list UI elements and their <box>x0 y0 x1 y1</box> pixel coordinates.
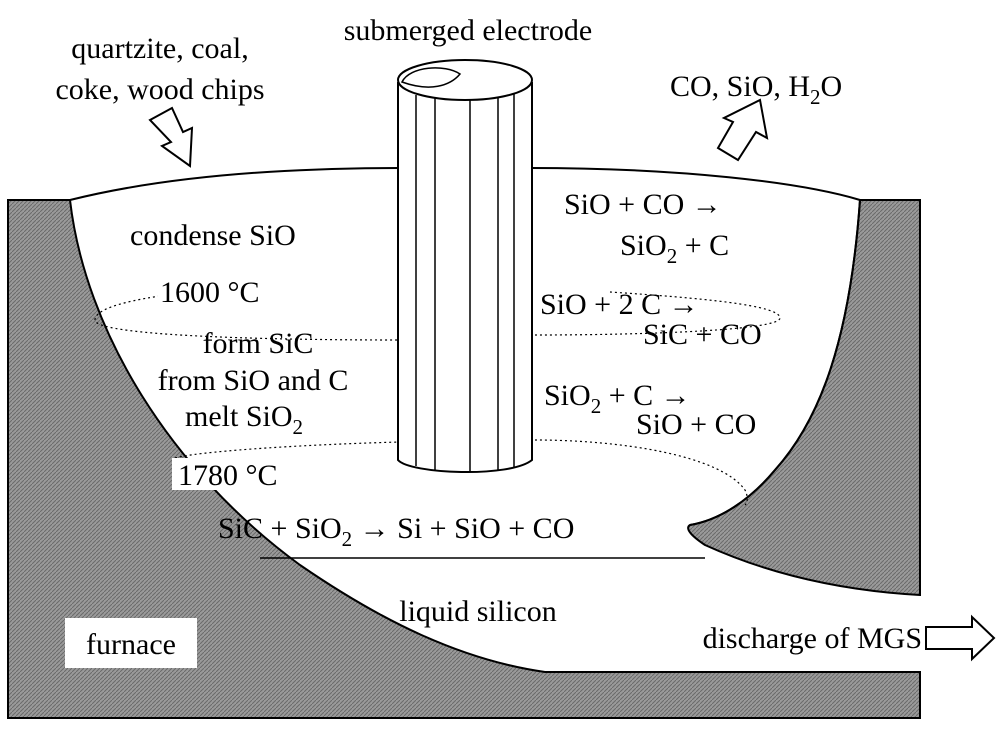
temp-1600-label: 1600 °C <box>160 276 260 309</box>
input-arrow <box>148 106 194 168</box>
electrode-body <box>397 82 533 474</box>
isotherm-1600 <box>94 291 781 341</box>
electrode-top-hole <box>400 67 462 88</box>
reaction-2-line2: SiC + CO <box>643 318 762 351</box>
zone-form-sic-line1: form SiC <box>203 327 314 360</box>
temp-1780-label: 1780 °C <box>178 459 278 492</box>
reaction-1-line1: SiO + CO → <box>564 188 722 221</box>
reaction-1-sub: 2 <box>667 244 678 268</box>
temp-1600-bg <box>158 276 278 310</box>
furnace-label: furnace <box>86 628 176 661</box>
output-label-prefix: CO, SiO, H <box>670 70 810 103</box>
output-arrow <box>716 98 769 162</box>
zone-form-sic-line2: from SiO and C <box>158 364 349 397</box>
discharge-label: discharge of MGS <box>703 622 922 655</box>
electrode-label: submerged electrode <box>344 14 593 47</box>
reaction-3-sub: 2 <box>591 394 602 418</box>
output-label-sub: 2 <box>810 85 821 109</box>
furnace-label-box <box>65 618 197 668</box>
reaction-1-rest: + C <box>677 229 729 262</box>
reaction-2-line1: SiO + 2 C → <box>540 288 699 321</box>
reaction-bottom-b: → Si + SiO + CO <box>352 512 574 545</box>
zone-condense-sio: condense SiO <box>130 219 296 252</box>
reaction-1-line2: SiO2 + C <box>620 229 729 268</box>
reaction-1-sio: SiO <box>620 229 667 262</box>
reaction-3-sio: SiO <box>544 379 591 412</box>
reaction-bottom-sub: 2 <box>342 527 353 551</box>
input-label-line2: coke, wood chips <box>55 73 264 106</box>
liquid-silicon-label: liquid silicon <box>399 595 557 628</box>
reaction-3-line1: SiO2 + C → <box>544 379 691 418</box>
isotherm-1780 <box>174 439 748 506</box>
zone-melt-sub: 2 <box>293 415 304 439</box>
output-label: CO, SiO, H2O <box>670 70 842 109</box>
charge-bowl-outline <box>69 167 862 526</box>
zone-melt-sio2: melt SiO2 <box>185 400 303 439</box>
reaction-bottom: SiC + SiO2 → Si + SiO + CO <box>218 512 574 551</box>
discharge-arrow <box>925 614 996 662</box>
submerged-electrode <box>397 59 533 474</box>
reaction-3-line2: SiO + CO <box>636 408 756 441</box>
output-label-suffix: O <box>821 70 843 103</box>
reaction-3-rest: + C → <box>601 379 690 412</box>
zone-melt-main: melt SiO <box>185 400 293 433</box>
furnace-left-wall <box>7 199 921 719</box>
temp-1780-bg <box>172 458 297 490</box>
reaction-bottom-a: SiC + SiO <box>218 512 342 545</box>
input-label-line1: quartzite, coal, <box>71 32 248 65</box>
